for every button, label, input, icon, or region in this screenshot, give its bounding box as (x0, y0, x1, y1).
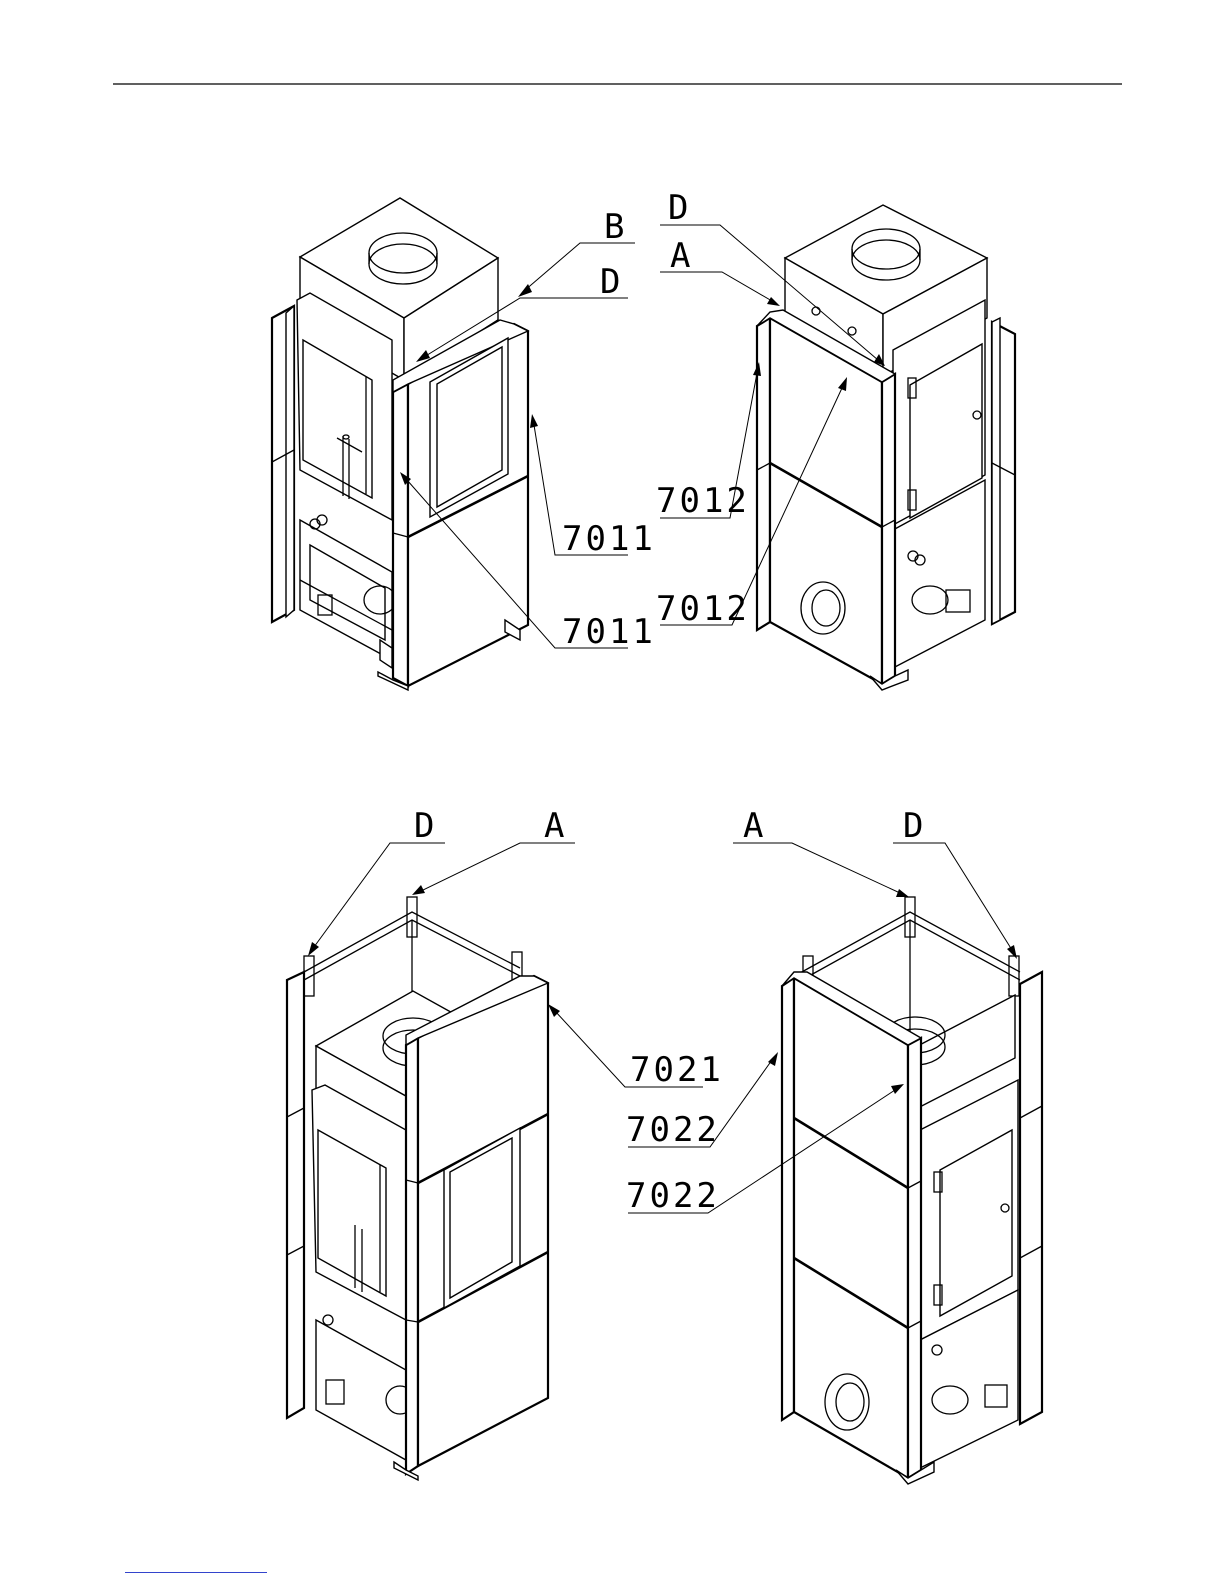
footer-link-underline[interactable] (125, 1572, 267, 1573)
callout-d: D (668, 188, 691, 228)
callout-part-7011: 7011 (562, 519, 656, 559)
callout-a: A (670, 236, 693, 276)
stove-view-bottom-right (782, 897, 1042, 1484)
stove-view-top-right (757, 205, 1015, 690)
stove-view-top-left (272, 198, 528, 690)
callout-d: D (414, 806, 437, 846)
callout-part-7021: 7021 (630, 1050, 724, 1090)
callout-d: D (600, 262, 623, 302)
callout-a: A (743, 806, 766, 846)
callout-a: A (544, 806, 567, 846)
callout-part-7022: 7022 (626, 1176, 720, 1216)
callout-d: D (903, 806, 926, 846)
callout-part-7022: 7022 (626, 1110, 720, 1150)
callout-part-7012: 7012 (656, 589, 750, 629)
callout-part-7012: 7012 (656, 481, 750, 521)
stove-view-bottom-left (287, 897, 548, 1480)
callout-part-7011: 7011 (562, 612, 656, 652)
callout-b: B (604, 207, 627, 247)
